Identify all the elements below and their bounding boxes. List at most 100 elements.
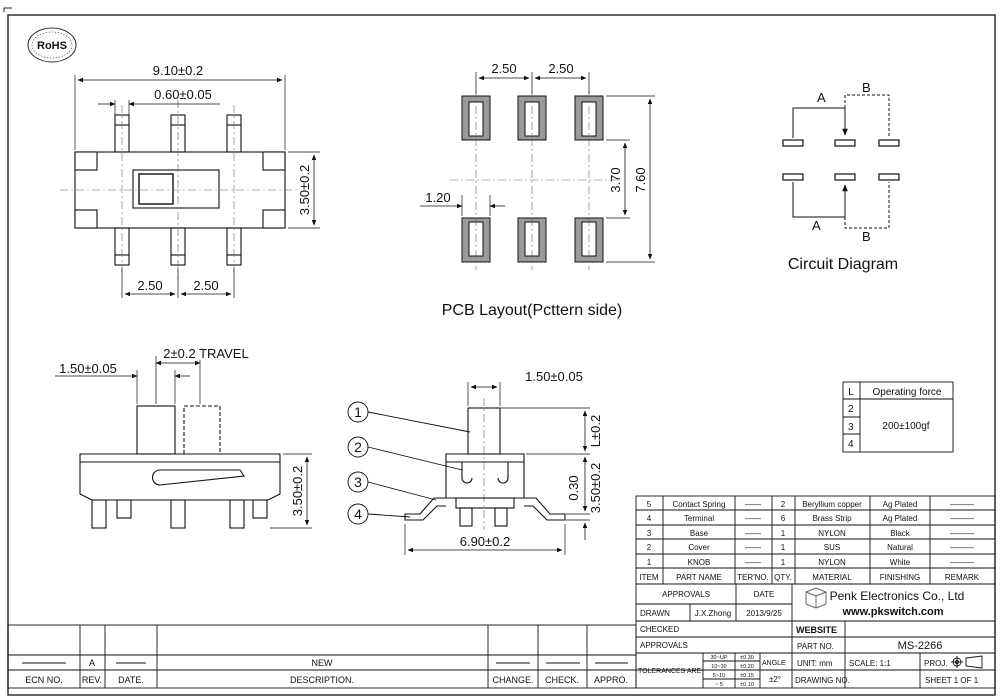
- bom-item: 4: [647, 514, 652, 523]
- callout-4: 4: [354, 506, 362, 522]
- front-view-left-terminal: [404, 497, 446, 521]
- side-view-travel-dim: 2±0.2 TRAVEL: [163, 346, 248, 361]
- tb-sheet: SHEET 1 OF 1: [925, 676, 979, 685]
- tb-checked-label: CHECKED: [640, 625, 679, 634]
- bom-remark: ———: [950, 543, 974, 552]
- top-view-knob-slot: [132, 169, 220, 209]
- bom-remark: ———: [950, 529, 974, 538]
- rohs-logo-text: RoHS: [37, 40, 67, 52]
- force-table-header-force: Operating force: [873, 387, 942, 398]
- bom-header-item: ITEM: [639, 573, 658, 582]
- force-table-value: 200±100gf: [882, 421, 929, 432]
- front-view-offset-dim: 0.30: [566, 475, 581, 500]
- part-number: MS-2266: [898, 640, 943, 652]
- bom-header-row: ITEM PART NAME TER'NO. QTY. MATERIAL FIN…: [639, 573, 979, 582]
- tb-proj-label: PROJ.: [924, 659, 948, 668]
- tb-unit: UNIT: mm: [797, 659, 833, 668]
- bom-finishing: White: [890, 558, 911, 567]
- side-view-knob-width-dim: 1.50±0.05: [59, 361, 117, 376]
- bom-item: 1: [647, 558, 652, 567]
- tb-drawn-by: J.X.Zhong: [695, 609, 731, 618]
- bom-remark: ———: [950, 500, 974, 509]
- rev-change-label: CHANGE.: [492, 675, 533, 685]
- side-view-knob: [136, 405, 176, 455]
- top-view-width-dim: 9.10±0.2: [153, 63, 204, 78]
- tb-drawn-date: 2013/9/25: [746, 609, 782, 618]
- company-website: www.pkswitch.com: [841, 606, 943, 618]
- rev-check-label: CHECK.: [545, 675, 579, 685]
- bom-header-name: PART NAME: [676, 573, 722, 582]
- bom-remark: ———: [950, 514, 974, 523]
- bom-material: NYLON: [818, 529, 846, 538]
- tb-scale: SCALE: 1:1: [849, 659, 891, 668]
- side-view-height-dim: 3.50±0.2: [290, 466, 305, 517]
- bom-material: Brass Strip: [812, 514, 852, 523]
- rev-desc-label: DESCRIPTION.: [290, 675, 354, 685]
- company-name: Penk Electronics Co., Ltd: [830, 589, 965, 603]
- bom-qty: 1: [781, 543, 786, 552]
- bom-qty: 1: [781, 529, 786, 538]
- bom-item: 2: [647, 543, 652, 552]
- bom-header-finishing: FINISHING: [880, 573, 920, 582]
- bom-remark: ———: [950, 558, 974, 567]
- top-view-pitch-left-dim: 2.50: [137, 278, 162, 293]
- circuit-label-b-top: B: [862, 80, 871, 95]
- bom-rows: 5 Contact Spring —— 2 Beryllium copper A…: [639, 500, 979, 582]
- side-view-body: [79, 453, 281, 501]
- tol-range: 5~10: [713, 673, 725, 679]
- tol-value: ±0.15: [740, 673, 754, 679]
- top-view: [60, 75, 320, 298]
- side-view: [55, 356, 312, 529]
- bom-header-qty: QTY.: [774, 573, 792, 582]
- tb-approvals-label: APPROVALS: [662, 590, 710, 599]
- top-view-pin-width-dim: 0.60±0.05: [154, 87, 212, 102]
- tol-range: ~ 5: [715, 682, 723, 688]
- pcb-inner-gap-dim: 3.70: [608, 167, 623, 192]
- front-view-knob-width-dim: 1.50±0.05: [525, 369, 583, 384]
- force-table-header-l: L: [848, 387, 854, 398]
- force-table-row-4: 4: [848, 439, 854, 450]
- tb-date-label: DATE: [754, 590, 775, 599]
- force-table-row-2: 2: [848, 404, 854, 415]
- circuit-diagram-caption: Circuit Diagram: [788, 256, 898, 273]
- top-view-height-dim: 3.50±0.2: [297, 165, 312, 216]
- force-table-row-3: 3: [848, 422, 854, 433]
- bom-row: 3 Base —— 1 NYLON Black ———: [647, 529, 974, 538]
- circuit-label-a-bottom: A: [812, 218, 821, 233]
- bom-row: 5 Contact Spring —— 2 Beryllium copper A…: [647, 500, 974, 509]
- tb-part-no-label: PART NO.: [797, 642, 834, 651]
- pcb-layout-caption: PCB Layout(Pcttern side): [442, 302, 623, 319]
- bom-item: 3: [647, 529, 652, 538]
- bom-ter: ——: [745, 514, 761, 523]
- bom-name: Contact Spring: [673, 500, 726, 509]
- bom-ter: ——: [745, 529, 761, 538]
- circuit-diagram: [782, 94, 900, 229]
- title-block: [635, 583, 996, 689]
- bom-qty: 6: [781, 514, 786, 523]
- tb-drawn-label: DRAWN: [640, 609, 670, 618]
- tb-drawing-no-label: DRAWING NO.: [795, 676, 850, 685]
- bom-header-material: MATERIAL: [812, 573, 852, 582]
- callout-3: 3: [354, 474, 362, 490]
- pcb-pitch-right-dim: 2.50: [548, 61, 573, 76]
- tol-value: ±0.30: [740, 655, 754, 661]
- tol-range: 10~30: [711, 664, 726, 670]
- rev-rev-label: REV.: [82, 675, 102, 685]
- circuit-label-a-top: A: [817, 90, 826, 105]
- bom-item: 5: [647, 500, 652, 509]
- bom-material: NYLON: [818, 558, 846, 567]
- bom-ter: ——: [745, 558, 761, 567]
- bom-ter: ——: [745, 543, 761, 552]
- bom-row: 2 Cover —— 1 SUS Natural ———: [647, 543, 974, 552]
- top-view-pitch-right-dim: 2.50: [193, 278, 218, 293]
- tb-angle-label: ANGLE: [762, 660, 786, 667]
- tol-value: ±0.20: [740, 664, 754, 670]
- front-view-body: [445, 453, 525, 499]
- bom-qty: 2: [781, 500, 786, 509]
- company-logo-icon: [805, 587, 827, 609]
- top-view-knob: [138, 173, 174, 205]
- bom-material: Beryllium copper: [802, 500, 862, 509]
- bom-row: 4 Terminal —— 6 Brass Strip Ag Plated ——…: [647, 514, 974, 523]
- operating-force-table: [842, 381, 954, 453]
- tol-value: ±0.10: [740, 682, 754, 688]
